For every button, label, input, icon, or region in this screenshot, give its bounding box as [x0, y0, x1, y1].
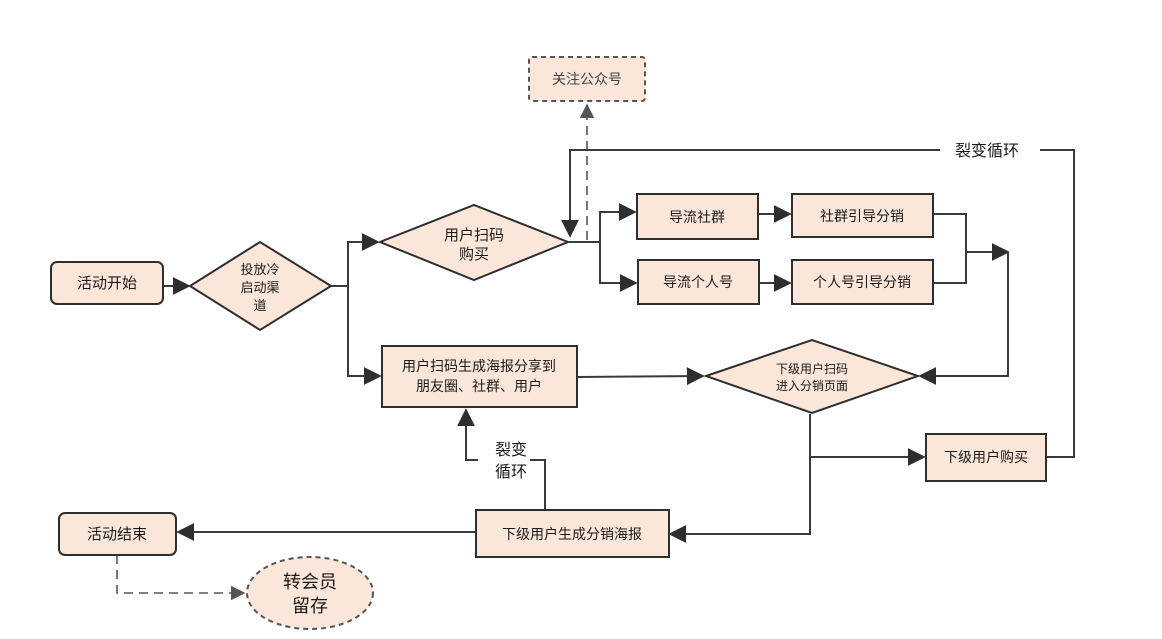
channels-label-1: 投放冷: [240, 262, 279, 278]
arrow-to-personal: [599, 242, 638, 292]
arrow-loop-top: [561, 149, 940, 238]
sub-buy-label: 下级用户购买: [944, 449, 1028, 466]
channels-label-2: 启动渠: [240, 281, 279, 296]
sub-scan-diamond: [702, 338, 922, 415]
arrow-channels-to-share: [347, 286, 382, 385]
node-community-dist: 社群引导分销: [791, 193, 934, 238]
end-label: 活动结束: [87, 525, 147, 543]
node-sub-poster: 下级用户生成分销海报: [475, 509, 670, 558]
sub-buy-box: [925, 433, 1047, 482]
node-personal-dist: 个人号引导分销: [791, 259, 934, 305]
sub-scan-label-1: 下级用户扫码: [776, 361, 848, 376]
community-dist-label: 社群引导分销: [820, 209, 904, 225]
scan-buy-label-2: 购买: [459, 245, 489, 263]
arrow-to-sub-buy: [809, 414, 926, 466]
loop-bottom-label-1: 裂变: [495, 440, 527, 459]
loop-top-label: 裂变循环: [955, 141, 1019, 160]
arrow-loop-bottom: [457, 408, 478, 461]
personal-label: 导流个人号: [663, 275, 733, 291]
start-label: 活动开始: [77, 274, 137, 292]
node-start: 活动开始: [50, 261, 164, 305]
share-box: [381, 345, 578, 408]
community-dist-box: [791, 193, 934, 238]
end-box: [58, 512, 177, 556]
sub-scan-label-2: 进入分销页面: [776, 379, 848, 393]
node-member: 转会员 留存: [246, 556, 374, 630]
community-box: [636, 193, 759, 240]
arrow-channels-to-scan-buy: [331, 233, 380, 287]
line-loop-bottom: [530, 459, 546, 510]
arrow-end-to-member: [116, 555, 246, 601]
start-box: [50, 261, 164, 305]
arrow-to-sub-poster: [668, 457, 811, 543]
follow-box: [528, 56, 646, 102]
node-community: 导流社群: [636, 193, 759, 240]
node-sub-scan: 下级用户扫码 进入分销页面: [702, 338, 922, 415]
scan-buy-label-1: 用户扫码: [444, 226, 504, 244]
sub-poster-box: [475, 509, 670, 558]
member-ellipse: [246, 556, 374, 630]
scan-buy-diamond: [377, 203, 571, 282]
community-label: 导流社群: [669, 210, 725, 226]
share-label-1: 用户扫码生成海报分享到: [402, 358, 556, 375]
connectors: [116, 103, 1075, 601]
follow-label: 关注公众号: [552, 72, 622, 88]
personal-dist-box: [791, 259, 934, 305]
share-label-2: 朋友圈、社群、用户: [416, 378, 542, 395]
loop-bottom-label-2: 循环: [495, 462, 527, 481]
arrow-to-sub-scan: [918, 252, 1009, 385]
member-label-1: 转会员: [283, 572, 337, 593]
personal-box: [637, 259, 760, 305]
node-personal: 导流个人号: [637, 259, 760, 305]
channels-diamond: [188, 240, 333, 332]
node-follow: 关注公众号: [528, 56, 646, 102]
node-sub-buy: 下级用户购买: [925, 433, 1047, 482]
node-end: 活动结束: [58, 512, 177, 556]
arrow-merge: [934, 213, 1010, 261]
node-channels: 投放冷 启动渠 道: [188, 240, 333, 332]
sub-poster-label: 下级用户生成分销海报: [502, 526, 642, 543]
member-label-2: 留存: [292, 596, 328, 617]
channels-label-3: 道: [253, 299, 266, 314]
node-scan-buy: 用户扫码 购买: [377, 203, 571, 282]
arrow-to-community: [569, 203, 637, 243]
personal-dist-label: 个人号引导分销: [813, 275, 911, 291]
line-loop-right: [1040, 149, 1075, 458]
node-share: 用户扫码生成海报分享到 朋友圈、社群、用户: [381, 345, 578, 408]
line-merge-lower: [934, 252, 967, 284]
arrow-share-to-sub-scan: [576, 367, 705, 386]
